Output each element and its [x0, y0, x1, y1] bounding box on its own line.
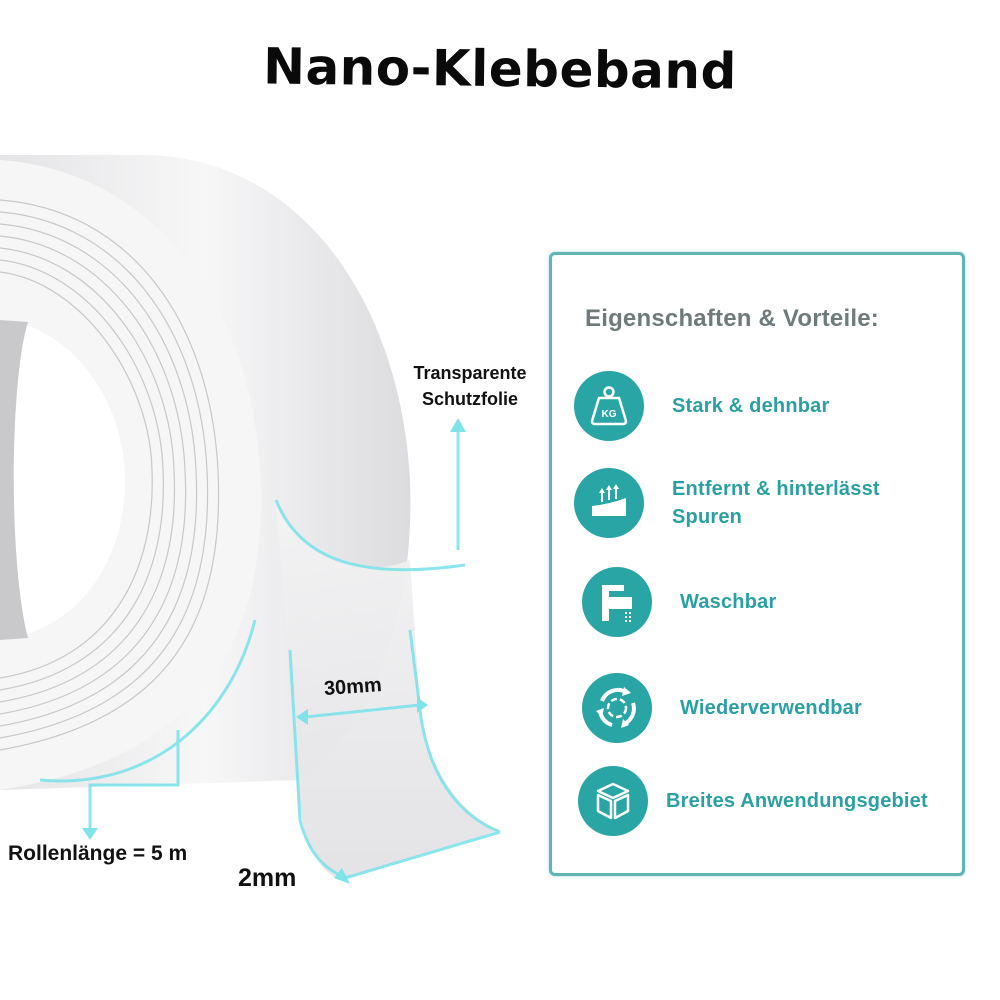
feature-label: Entfernt & hinterlässt Spuren — [672, 475, 880, 531]
protective-film-label: Transparente Schutzfolie — [396, 360, 544, 412]
feature-label-line: Wiederverwendbar — [680, 697, 862, 719]
feature-label-line: Entfernt & hinterlässt — [672, 478, 880, 500]
svg-text:KG: KG — [602, 409, 617, 420]
feature-label-line: Spuren — [672, 506, 743, 528]
faucet-icon — [582, 567, 652, 637]
feature-label: Stark & dehnbar — [672, 392, 829, 420]
features-panel: Eigenschaften & Vorteile: KG Stark & deh… — [549, 252, 965, 876]
recycle-icon — [582, 673, 652, 743]
peel-off-icon — [574, 468, 644, 538]
box-icon — [578, 766, 648, 836]
weight-kg-icon: KG — [574, 371, 644, 441]
tape-roll-illustration: Transparente Schutzfolie 30mm Rollenläng… — [0, 155, 544, 892]
features-title: Eigenschaften & Vorteile: — [585, 305, 879, 332]
feature-item: Entfernt & hinterlässt Spuren — [574, 468, 880, 538]
feature-label: Breites Anwendungsgebiet — [666, 787, 928, 815]
feature-label-line: Waschbar — [680, 591, 777, 613]
width-label: 30mm — [323, 674, 383, 700]
thickness-label: 2mm — [238, 864, 297, 892]
tape-roll-icon — [0, 155, 501, 884]
protective-film-label-line2: Schutzfolie — [421, 389, 518, 409]
feature-label: Waschbar — [680, 588, 776, 616]
feature-item: Waschbar — [582, 567, 776, 637]
feature-item: Breites Anwendungsgebiet — [578, 766, 928, 836]
feature-label-line: Breites Anwendungsgebiet — [666, 790, 928, 812]
protective-film-label-line1: Transparente — [413, 363, 527, 383]
feature-item: KG Stark & dehnbar — [574, 371, 829, 441]
feature-label: Wiederverwendbar — [680, 694, 862, 722]
feature-label-line: Stark & dehnbar — [672, 395, 830, 417]
feature-item: Wiederverwendbar — [582, 673, 862, 743]
roll-length-label: Rollenlänge = 5 m — [8, 842, 188, 865]
